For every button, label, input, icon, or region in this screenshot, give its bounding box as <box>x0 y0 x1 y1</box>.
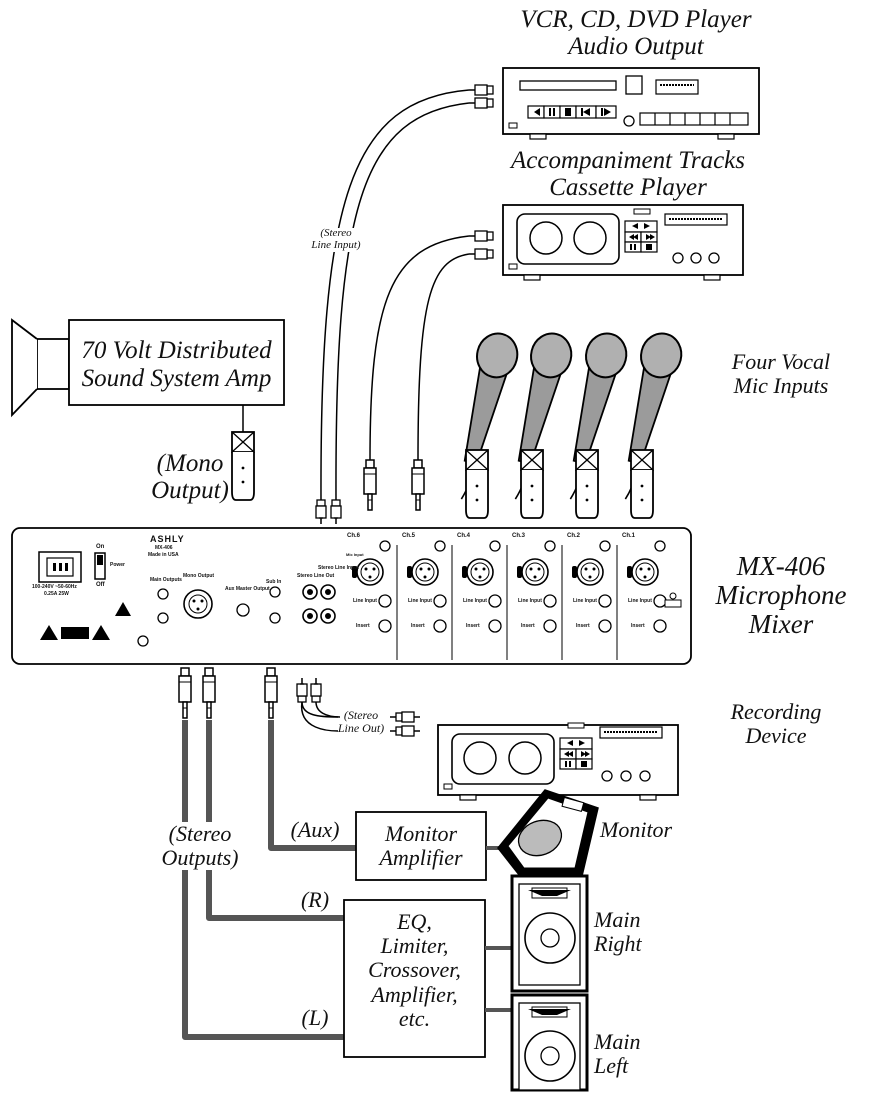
monitor-wedge <box>497 789 599 877</box>
l-label: (L) <box>301 1005 329 1030</box>
power-on-label: On <box>96 544 105 550</box>
ch5-label: Ch.5 <box>402 533 416 539</box>
power-off-label: Off <box>96 582 105 588</box>
ch3-label: Ch.3 <box>512 533 526 539</box>
stereo-line-input-panel-label: Stereo Line Input <box>318 565 359 571</box>
recording-device <box>437 722 679 801</box>
ch5-line-input: Line Input <box>408 598 432 604</box>
vcr-cd-dvd-player <box>468 67 760 140</box>
mixer-model: MX-406 <box>155 545 173 551</box>
main-right-speaker <box>510 874 589 993</box>
processing-label: EQ,Limiter,Crossover,Amplifier,etc. <box>368 909 461 1031</box>
ch4-line-input: Line Input <box>463 598 487 604</box>
aux-master-label: Aux Master Output <box>225 586 270 592</box>
ch3-line-input: Line Input <box>518 598 542 604</box>
ch2-line-input: Line Input <box>573 598 597 604</box>
ch3-insert: Insert <box>521 623 535 629</box>
ch2-label: Ch.2 <box>567 533 581 539</box>
stereo-line-out-panel-label: Stereo Line Out <box>297 573 335 579</box>
distributed-speaker-icon <box>11 318 70 418</box>
line-out-cables <box>301 701 396 732</box>
output-cables <box>182 720 356 1040</box>
ch6-insert: Insert <box>356 623 370 629</box>
distributed-amp-box <box>68 319 285 406</box>
ch1-label: Ch.1 <box>622 533 636 539</box>
cassette-player <box>468 204 744 281</box>
main-outputs-label: Main Outputs <box>150 577 182 583</box>
monitor-label: Monitor <box>600 817 673 842</box>
ch6-mic-input: Mic Input <box>346 552 364 557</box>
power-label: Power <box>110 562 126 568</box>
processing-box <box>343 899 486 1058</box>
voltage-label: 100-240V ~50-60Hz <box>32 584 77 590</box>
mixer-made-in: Made in USA <box>148 552 179 558</box>
vocal-mics <box>440 328 687 519</box>
ch1-line-input: Line Input <box>628 598 652 604</box>
r-label: (R) <box>300 887 330 912</box>
ch4-label: Ch.4 <box>457 533 471 539</box>
main-left-speaker <box>510 993 589 1092</box>
ch6-line-input: Line Input <box>353 598 377 604</box>
current-label: 0.25A 25W <box>44 591 69 597</box>
sub-in-label: Sub In <box>266 579 282 585</box>
ch6-label: Ch.6 <box>347 533 361 539</box>
ch2-insert: Insert <box>576 623 590 629</box>
mixer-brand: ASHLY <box>150 534 185 544</box>
ch1-insert: Insert <box>631 623 645 629</box>
mx406-mixer <box>11 527 692 665</box>
mono-output-panel-label: Mono Output <box>183 573 215 579</box>
monitor-amplifier-box <box>355 811 487 881</box>
ch4-insert: Insert <box>466 623 480 629</box>
ch5-insert: Insert <box>411 623 425 629</box>
aux-label: (Aux) <box>290 817 340 842</box>
source-cables <box>320 89 470 501</box>
